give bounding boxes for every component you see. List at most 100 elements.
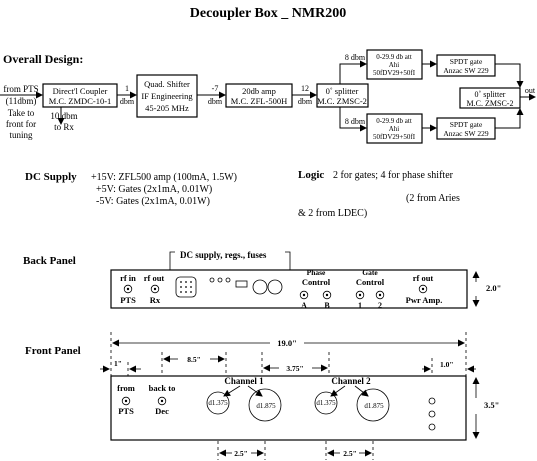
- svg-text:2: 2: [378, 301, 382, 310]
- svg-text:rf out: rf out: [413, 273, 434, 283]
- svg-text:0-29.9 db att: 0-29.9 db att: [376, 53, 412, 61]
- svg-text:Pwr Amp.: Pwr Amp.: [406, 295, 443, 305]
- svg-text:rf in: rf in: [120, 273, 136, 283]
- logic-line-3: & 2 from LDEC): [298, 208, 367, 219]
- svg-text:20db amp: 20db amp: [242, 86, 276, 96]
- svg-text:A: A: [301, 301, 307, 310]
- svg-text:-5V: Gates (2x1mA, 0.01W): -5V: Gates (2x1mA, 0.01W): [96, 196, 210, 207]
- branch-bottom-power: 8 dbm: [345, 117, 366, 126]
- svg-text:10 dbm: 10 dbm: [50, 111, 77, 121]
- svg-text:0˚ splitter: 0˚ splitter: [326, 86, 359, 96]
- channel-2: Channel 2 d1.375 d1.875: [314, 376, 390, 422]
- amp-box: 20db amp M.C. ZFL-500H: [225, 83, 293, 108]
- svg-text:19.0": 19.0": [277, 338, 297, 348]
- svg-text:2.0": 2.0": [486, 283, 501, 293]
- front-dim-25-a: 2.5": [217, 441, 266, 460]
- gate-bottom-box: SPDT gate Anzac SW 229: [436, 117, 496, 140]
- svg-text:d1.875: d1.875: [364, 402, 384, 410]
- svg-text:50fDV29+50fI: 50fDV29+50fI: [373, 133, 416, 141]
- svg-text:3.5": 3.5": [484, 400, 499, 410]
- svg-text:B: B: [324, 301, 330, 310]
- svg-text:d1.375: d1.375: [208, 399, 228, 407]
- directional-coupler-box: Direct'l Coupler M.C. ZMDC-10-1: [42, 83, 118, 108]
- input-label: from PTS (11dbm) Take to front for tunin…: [3, 84, 38, 140]
- back-rf-out-pwr-amp: rf out Pwr Amp.: [406, 273, 443, 305]
- back-gate-control: Gate Control 1 2: [355, 268, 385, 310]
- channel-2-large-knob: [356, 388, 390, 422]
- svg-text:Channel 1: Channel 1: [224, 376, 264, 386]
- overall-design-heading: Overall Design:: [3, 52, 83, 66]
- svg-text:IF Engineering: IF Engineering: [141, 91, 193, 101]
- svg-text:M.C. ZFL-500H: M.C. ZFL-500H: [231, 96, 287, 106]
- coupler-out-unit: dbm: [120, 97, 135, 106]
- svg-text:Anzac SW 229: Anzac SW 229: [443, 66, 489, 75]
- svg-text:Take to: Take to: [8, 108, 35, 118]
- channel-2-small-knob: [314, 391, 338, 415]
- svg-text:to Rx: to Rx: [54, 122, 74, 132]
- back-phase-control: Phase Control A B: [299, 268, 332, 310]
- quad-shifter-box: Quad. Shifter IF Engineering 45-205 MHz: [136, 74, 198, 118]
- back-rf-in-pts: rf in PTS: [120, 273, 136, 305]
- svg-text:0-29.9 db att: 0-29.9 db att: [376, 117, 412, 125]
- gate-top-box: SPDT gate Anzac SW 229: [436, 54, 496, 77]
- svg-text:45-205 MHz: 45-205 MHz: [145, 103, 189, 113]
- svg-text:from: from: [117, 383, 135, 393]
- svg-text:0˚ splitter: 0˚ splitter: [475, 90, 506, 99]
- svg-text:SPDT gate: SPDT gate: [450, 57, 483, 66]
- svg-text:SPDT gate: SPDT gate: [450, 120, 483, 129]
- svg-text:d1.875: d1.875: [256, 402, 276, 410]
- svg-text:d1.375: d1.375: [316, 399, 336, 407]
- front-dim-25-b: 2.5": [325, 441, 374, 460]
- svg-text:Ahi: Ahi: [389, 61, 400, 69]
- svg-text:M.C. ZMSC-2: M.C. ZMSC-2: [317, 96, 367, 106]
- amp-out-unit: dbm: [298, 97, 313, 106]
- svg-text:(11dbm): (11dbm): [6, 96, 37, 106]
- to-rx-label: 10 dbm to Rx: [50, 111, 77, 132]
- svg-text:back to: back to: [149, 383, 176, 393]
- shifter-out-power: -7: [212, 84, 219, 93]
- svg-text:1.0": 1.0": [440, 360, 454, 369]
- logic-line-2: (2 from Aries: [406, 193, 460, 204]
- channel-1-large-knob: [248, 388, 282, 422]
- dc-supply-lines: +15V: ZFL500 amp (100mA, 1.5W) +5V: Gate…: [91, 172, 237, 207]
- svg-text:2.5": 2.5": [234, 449, 248, 458]
- svg-text:2.5": 2.5": [343, 449, 357, 458]
- attenuator-top-box: 0-29.9 db att Ahi 50fDV29+50fI: [366, 49, 423, 80]
- svg-text:from PTS: from PTS: [3, 84, 38, 94]
- back-panel-heading: Back Panel: [23, 255, 76, 267]
- svg-text:PTS: PTS: [120, 295, 136, 305]
- page-title: Decoupler Box _ NMR200: [190, 6, 346, 21]
- output-label: out: [525, 86, 536, 95]
- svg-text:tuning: tuning: [9, 130, 33, 140]
- front-right-margin-dim: 1.0": [422, 358, 476, 376]
- svg-text:DC supply, regs., fuses: DC supply, regs., fuses: [180, 250, 267, 260]
- svg-text:Direct'l Coupler: Direct'l Coupler: [53, 86, 108, 96]
- branch-top-power: 8 dbm: [345, 53, 366, 62]
- svg-text:1: 1: [358, 301, 362, 310]
- svg-text:+15V: ZFL500 amp (100mA, 1.5W): +15V: ZFL500 amp (100mA, 1.5W): [91, 172, 237, 183]
- coupler-out-power: 1: [125, 84, 129, 93]
- svg-text:PTS: PTS: [118, 406, 134, 416]
- logic-line-1: 2 for gates; 4 for phase shifter: [333, 170, 454, 181]
- svg-text:Ahi: Ahi: [389, 125, 400, 133]
- svg-text:Quad. Shifter: Quad. Shifter: [144, 79, 190, 89]
- front-back-to-dec: back to Dec: [149, 383, 176, 416]
- back-panel-outline: [110, 269, 468, 309]
- svg-text:1": 1": [114, 359, 122, 368]
- front-indicator-leds: [428, 397, 436, 431]
- svg-text:8.5": 8.5": [187, 355, 201, 364]
- dc-supply-heading: DC Supply: [25, 171, 77, 183]
- front-panel-outline: [110, 375, 467, 441]
- front-from-pts: from PTS: [117, 383, 135, 416]
- svg-text:Rx: Rx: [150, 295, 161, 305]
- front-dim-85: 8.5": [161, 352, 227, 376]
- attenuator-bottom-box: 0-29.9 db att Ahi 50fDV29+50fI: [366, 113, 423, 144]
- splitter-2-box: 0˚ splitter M.C. ZMSC-2: [459, 87, 521, 109]
- svg-text:Anzac SW 229: Anzac SW 229: [443, 129, 489, 138]
- dc-supply-block: [175, 276, 283, 298]
- svg-text:M.C. ZMSC-2: M.C. ZMSC-2: [467, 99, 514, 108]
- svg-text:Control: Control: [302, 277, 331, 287]
- svg-text:Control: Control: [356, 277, 385, 287]
- svg-text:Phase: Phase: [307, 268, 326, 277]
